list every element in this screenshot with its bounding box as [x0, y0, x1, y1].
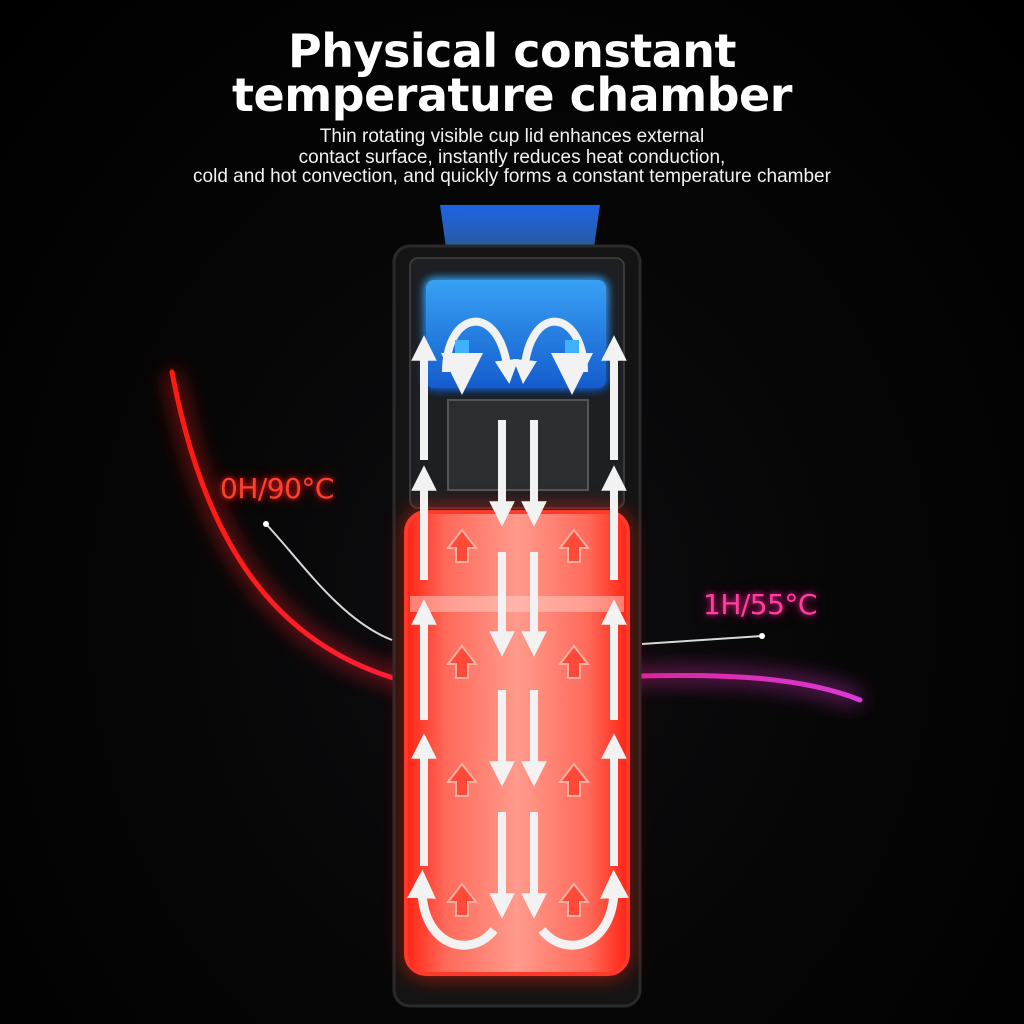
leader-dot-1h [759, 633, 765, 639]
leader-line-1h [641, 635, 763, 645]
title-line-2: temperature chamber [232, 68, 792, 122]
bottom-curve-arrow-right [538, 869, 629, 950]
cap-curve-arrow-left [442, 317, 519, 384]
end-temperature-label: 1H/55°C [703, 588, 817, 621]
start-temperature-label: 0H/90°C [220, 472, 334, 505]
temperature-curve [169, 369, 863, 703]
heat-arrows [445, 528, 591, 917]
subtitle-line-2: contact surface, instantly reduces heat … [298, 147, 726, 168]
center-down-arrows [489, 420, 547, 919]
subtitle-line-3: cold and hot convection, and quickly for… [193, 166, 831, 187]
water-line [410, 596, 624, 612]
hot-chamber [404, 510, 630, 976]
bottom-curve-arrow-left [407, 869, 498, 950]
leader-dot-0h [263, 521, 269, 527]
side-up-arrows [411, 335, 627, 866]
cap-curve-arrow-right [513, 317, 588, 384]
lid-inner-chamber [447, 399, 589, 491]
subtitle-line-1: Thin rotating visible cup lid enhances e… [319, 126, 705, 147]
title-line-1: Physical constant [288, 24, 736, 78]
leader-line-0h [265, 523, 393, 641]
